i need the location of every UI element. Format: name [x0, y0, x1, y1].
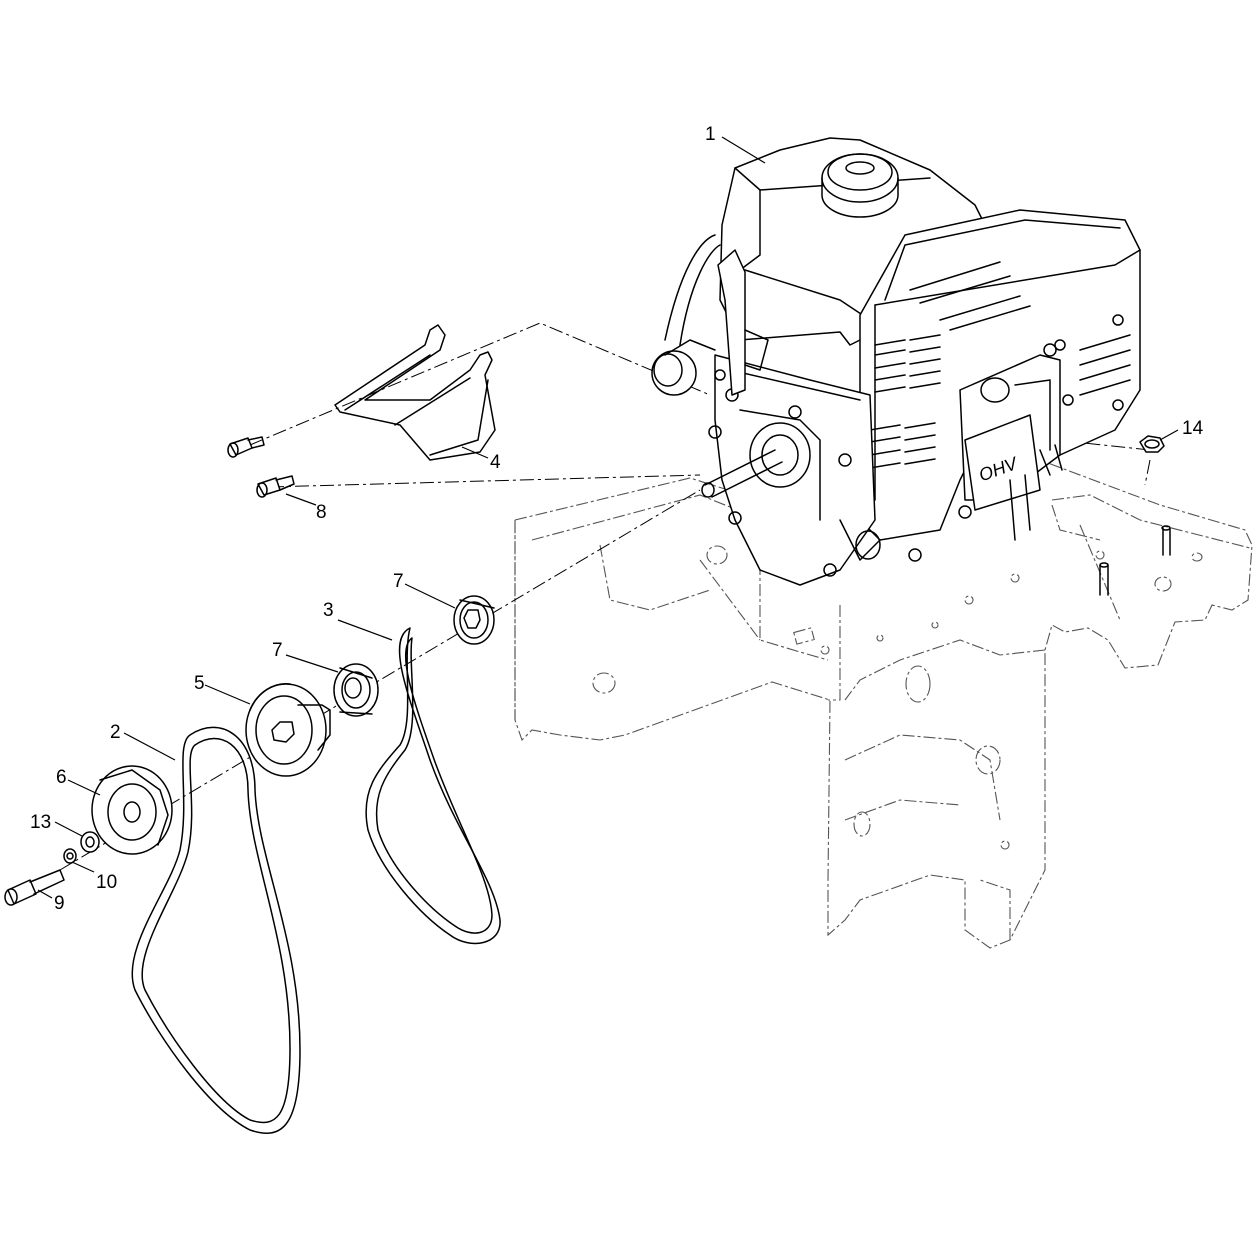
spacer-item-7-rear: [453, 595, 495, 645]
callout-8: 8: [316, 502, 327, 523]
callout-6: 6: [56, 767, 67, 788]
callout-1: 1: [705, 124, 716, 145]
belt-item-3: [365, 627, 501, 945]
callout-7-front: 7: [272, 640, 283, 661]
callout-7-rear: 7: [393, 571, 404, 592]
callout-3: 3: [323, 600, 334, 621]
callout-10: 10: [96, 872, 117, 893]
engine-assembly: OHV: [651, 137, 1141, 586]
callout-14: 14: [1182, 418, 1204, 439]
belt-item-2: [131, 726, 301, 1134]
pulley-item-5: [245, 683, 331, 777]
callout-4: 4: [490, 452, 501, 473]
callout-13: 13: [30, 812, 51, 833]
spacer-item-7-front: [333, 663, 379, 717]
callout-2: 2: [110, 722, 121, 743]
callout-9: 9: [54, 893, 65, 914]
callout-labels: 1 2 3 4 5 6 7 7 8 9 10 13 14: [30, 124, 1204, 914]
bolt-item-9: [4, 869, 65, 906]
pulley-item-6: [91, 765, 173, 855]
callout-5: 5: [194, 673, 205, 694]
lock-washer-item-10: [63, 848, 77, 864]
nut-item-14: [1139, 435, 1165, 453]
bolts-item-8: [227, 436, 295, 498]
leader-lines: [37, 136, 1179, 899]
washer-item-13: [80, 831, 100, 853]
belt-guide-bracket: [334, 324, 496, 461]
